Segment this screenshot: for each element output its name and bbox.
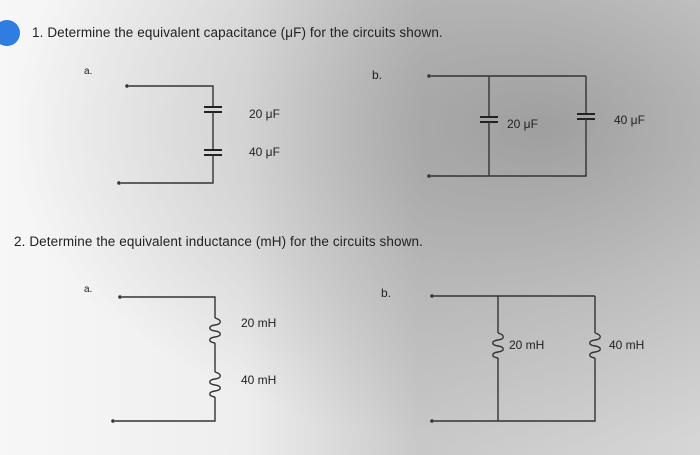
q1b-circuit	[427, 74, 595, 178]
q1-part-b-label: b.	[372, 68, 383, 82]
q2a-terminal-bottom	[111, 419, 115, 423]
q2b-inductor-40	[589, 332, 601, 359]
q2a-circuit	[111, 295, 221, 423]
q2-part-a-label: a.	[84, 284, 93, 295]
q1a-cap-20-label: 20 μF	[249, 107, 280, 121]
q1a-cap-40-label: 40 μF	[249, 145, 280, 159]
q2b-terminal-bottom	[430, 419, 434, 423]
q1a-terminal-top	[125, 84, 129, 88]
question-1-number: 1.	[32, 25, 44, 40]
q2b-terminal-top	[430, 294, 434, 298]
question-2-number: 2.	[14, 234, 26, 249]
q1a-wire-bottom	[121, 155, 214, 184]
q1a-terminal-bottom	[117, 181, 121, 185]
question-1-text: Determine the equivalent capacitance (μF…	[47, 25, 443, 40]
q1a-wire-top	[129, 85, 214, 107]
q2a-inductor-20	[209, 317, 221, 344]
q2b-wire-bottom	[434, 358, 596, 422]
blue-bullet-marker	[0, 20, 20, 46]
q2a-terminal-top	[118, 295, 122, 299]
q2a-wire-bottom	[115, 397, 216, 422]
question-1: 1. Determine the equivalent capacitance …	[32, 25, 443, 40]
q1b-terminal-bottom	[427, 174, 431, 178]
q2a-inductor-40	[209, 371, 221, 398]
q2b-circuit	[430, 294, 601, 423]
q1b-cap-20-label: 20 μF	[507, 117, 538, 131]
q1-part-a-label: a.	[84, 66, 93, 77]
question-2-text: Determine the equivalent inductance (mH)…	[29, 234, 423, 249]
q2a-ind-20-label: 20 mH	[241, 316, 277, 330]
question-2: 2. Determine the equivalent inductance (…	[14, 234, 423, 249]
q1b-wire-bottom	[431, 119, 587, 177]
q2a-wire-top	[122, 296, 216, 318]
q1a-circuit	[117, 84, 222, 185]
q2-part-b-label: b.	[381, 286, 392, 300]
q1b-terminal-top	[427, 74, 431, 78]
q2b-ind-20-label: 20 mH	[509, 338, 545, 352]
q2b-ind-40-label: 40 mH	[609, 338, 645, 352]
q2a-ind-40-label: 40 mH	[241, 373, 277, 387]
q1b-cap-40-label: 40 μF	[614, 113, 645, 127]
q2b-inductor-20	[492, 332, 504, 359]
